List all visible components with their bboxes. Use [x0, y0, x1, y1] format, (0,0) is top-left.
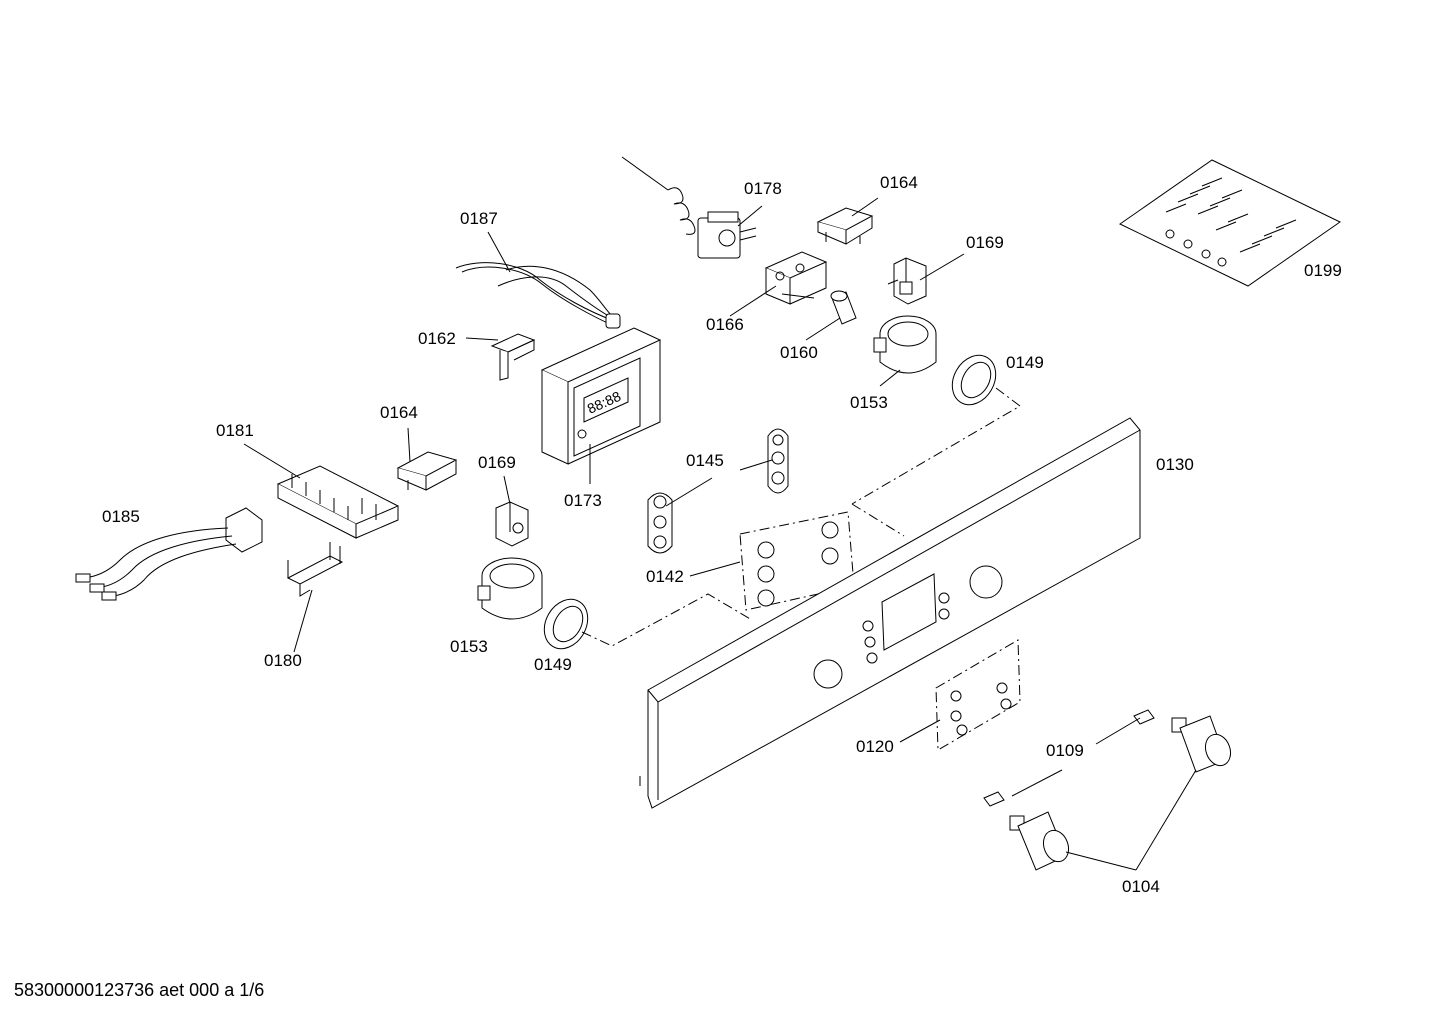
part-0181-switch-strip: [276, 465, 400, 539]
label-0164-middle: 0164: [380, 403, 418, 422]
part-0187-cable: [455, 262, 621, 329]
part-0180-holder: [286, 542, 344, 597]
part-0162-bracket: [490, 333, 536, 381]
part-0173-display-module: 88:88: [540, 327, 662, 465]
part-labels: 0178 0164 0187 0169 0199 0162 0166 0160 …: [102, 173, 1342, 896]
part-0166-terminal: [764, 251, 828, 305]
part-0169-socket-middle: [495, 501, 529, 547]
label-0169-top: 0169: [966, 233, 1004, 252]
alignment-lines: [581, 387, 1021, 647]
label-0173: 0173: [564, 491, 602, 510]
label-0153-bottom: 0153: [450, 637, 488, 656]
part-0169-socket-top: [887, 257, 927, 305]
label-0109: 0109: [1046, 741, 1084, 760]
part-0104-knobs: [1009, 715, 1232, 871]
label-0181: 0181: [216, 421, 254, 440]
label-0178: 0178: [744, 179, 782, 198]
label-0153-top: 0153: [850, 393, 888, 412]
part-0120-lamps: [935, 639, 1021, 751]
leader-lines: [243, 197, 1197, 871]
label-0149-bottom: 0149: [534, 655, 572, 674]
part-0130-control-panel: [639, 417, 1141, 809]
part-0199-screw-bag: [1119, 159, 1341, 287]
part-0145-guide-lower: [647, 492, 673, 554]
part-0160-lamp: [830, 290, 857, 325]
label-0120: 0120: [856, 737, 894, 756]
part-0109-pads: [983, 709, 1155, 807]
part-0178-thermostat: [621, 156, 757, 259]
label-0169-middle: 0169: [478, 453, 516, 472]
label-0160: 0160: [780, 343, 818, 362]
label-0180: 0180: [264, 651, 302, 670]
label-0164-top: 0164: [880, 173, 918, 192]
part-0164-clip-top: [816, 207, 874, 245]
label-0162: 0162: [418, 329, 456, 348]
label-0104: 0104: [1122, 877, 1160, 896]
label-0166: 0166: [706, 315, 744, 334]
part-0145-guide-upper: [767, 428, 789, 494]
label-0185: 0185: [102, 507, 140, 526]
part-0149-ring-top: [951, 354, 997, 406]
label-0142: 0142: [646, 567, 684, 586]
label-0149-top: 0149: [1006, 353, 1044, 372]
part-0149-ring-bottom: [543, 598, 589, 650]
part-0185-wires: [75, 507, 263, 601]
label-0130: 0130: [1156, 455, 1194, 474]
label-0199: 0199: [1304, 261, 1342, 280]
document-id-footer: 58300000123736 aet 000 a 1/6: [14, 980, 265, 1000]
label-0145: 0145: [686, 451, 724, 470]
label-0187: 0187: [460, 209, 498, 228]
part-0153-housing-bottom: [477, 557, 543, 620]
part-0164-clip-middle: [396, 451, 458, 491]
part-0153-housing-top: [873, 315, 937, 374]
